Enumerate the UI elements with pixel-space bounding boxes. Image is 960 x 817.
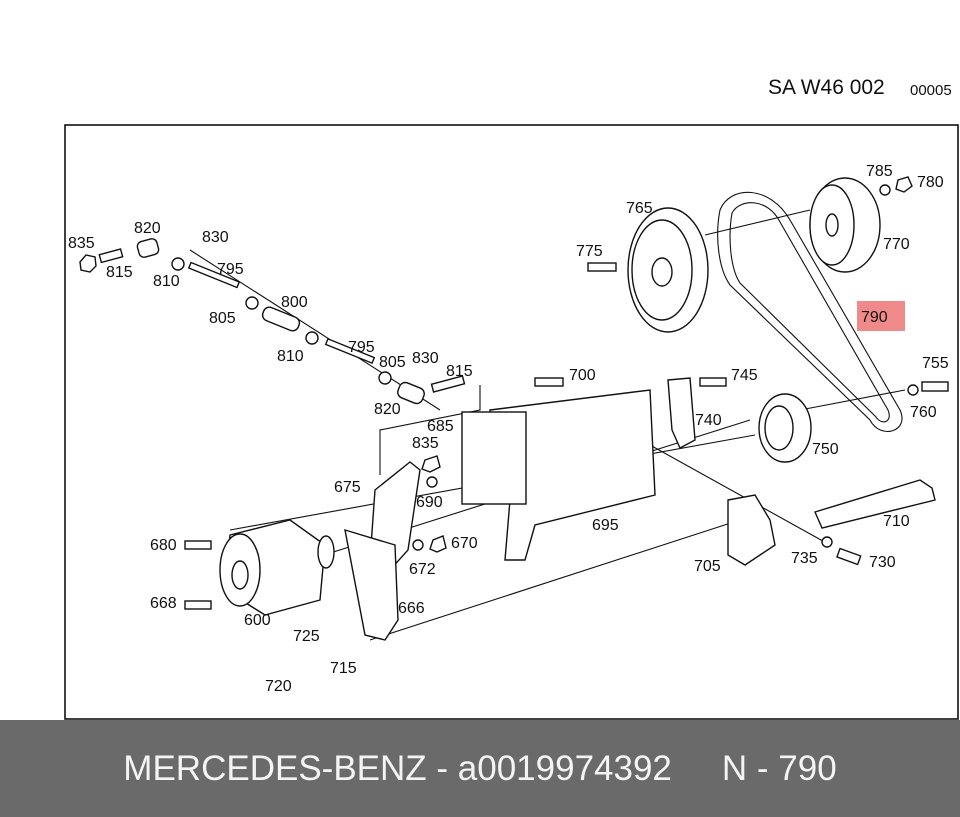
diagram-sequence: 00005 [910,82,952,99]
callout-label: 715 [330,660,357,677]
callout-label: 795 [348,339,375,356]
callout-label: 805 [209,310,236,327]
callout-label: 835 [412,435,439,452]
diagram-frame [64,124,959,720]
callout-label: 810 [153,273,180,290]
washer-810b [305,331,319,345]
callout-label: 750 [812,441,839,458]
callout-label: 725 [293,628,320,645]
callout-label: 745 [731,367,758,384]
diagram-code: SA W46 002 [768,76,885,99]
callout-label: 800 [281,294,308,311]
nut-835 [79,254,97,273]
bolt-775 [587,262,617,272]
callout-label: 820 [374,401,401,418]
stud-795b [324,337,376,365]
pulley-750 [758,393,812,463]
callout-label: 700 [569,367,596,384]
footer-part-number: a0019974392 [457,749,672,788]
callout-label: 710 [883,513,910,530]
callout-label: 830 [202,229,229,246]
pin-820 [136,238,160,258]
callout-label: 670 [451,535,478,552]
callout-label: 668 [150,595,177,612]
footer-brand: MERCEDES-BENZ [123,749,427,788]
callout-label: 805 [379,354,406,371]
callout-label: 795 [217,261,244,278]
callout-label: 765 [626,200,653,217]
bolt-745 [699,377,727,387]
washer-735 [821,536,833,548]
callout-labels: 835 820 830 815 810 795 805 800 810 795 … [68,163,949,695]
footer-ref: N - 790 [721,749,837,788]
tensioner-705 [727,494,776,566]
callout-label: 820 [134,220,161,237]
callout-label: 810 [277,348,304,365]
spacer-800 [261,306,301,332]
parts-diagram: 835 820 830 815 810 795 805 800 810 795 … [64,124,959,720]
callout-label: 705 [694,558,721,575]
footer-separator: - [426,749,458,788]
callout-label: 785 [866,163,893,180]
highlight-label: 790 [861,309,888,326]
callout-label: 835 [68,235,95,252]
nut-805 [245,296,259,310]
callout-label: 690 [416,494,443,511]
callout-label: 735 [791,550,818,567]
screw-815b [430,375,466,393]
shaft-710 [814,479,936,529]
callout-label: 675 [334,479,361,496]
callout-label: 740 [695,412,722,429]
stud-795 [187,261,241,289]
washer-760 [907,384,919,396]
callout-label: 815 [106,264,133,281]
washer-810 [171,257,185,271]
alternator-600 [184,519,335,616]
washer-785 [879,184,891,196]
bolt-755 [921,381,949,392]
bracket-740 [667,377,696,449]
mount-plate-695 [461,377,656,561]
callout-label: 775 [576,243,603,260]
bracket-666 [344,528,399,641]
nut-805b [378,371,392,385]
pulley-765 [627,207,709,333]
callout-label: 815 [446,363,473,380]
stud-assembly [79,238,466,405]
bracket-group [344,455,447,641]
bolt-730 [836,547,862,566]
callout-label: 600 [244,612,271,629]
callout-label: 780 [917,174,944,191]
pin-820b [397,381,425,405]
callout-label: 730 [869,554,896,571]
bolt-700 [534,377,564,387]
bolt-668 [184,600,212,610]
footer-bar: MERCEDES-BENZ - a0019974392 N - 790 [0,720,960,817]
callout-label: 720 [265,678,292,695]
screw-815 [98,248,124,264]
bolt-680 [184,540,212,550]
nut-780 [895,176,913,193]
nut-670 [429,535,447,553]
footer-caption: MERCEDES-BENZ - a0019974392 N - 790 [0,720,960,817]
washer-672 [412,539,424,551]
callout-label: 685 [427,418,454,435]
callout-label: 760 [910,404,937,421]
highlight-box [857,301,905,331]
callout-label: 680 [150,537,177,554]
callout-label: 770 [883,236,910,253]
callout-label: 672 [409,561,436,578]
washer-690 [426,476,438,488]
callout-label: 755 [922,355,949,372]
pulley-770 [809,177,881,273]
callout-label: 830 [412,350,439,367]
belt-790 [717,191,903,432]
callout-label: 666 [398,600,425,617]
callout-label: 695 [592,517,619,534]
nut-835b [421,455,441,473]
